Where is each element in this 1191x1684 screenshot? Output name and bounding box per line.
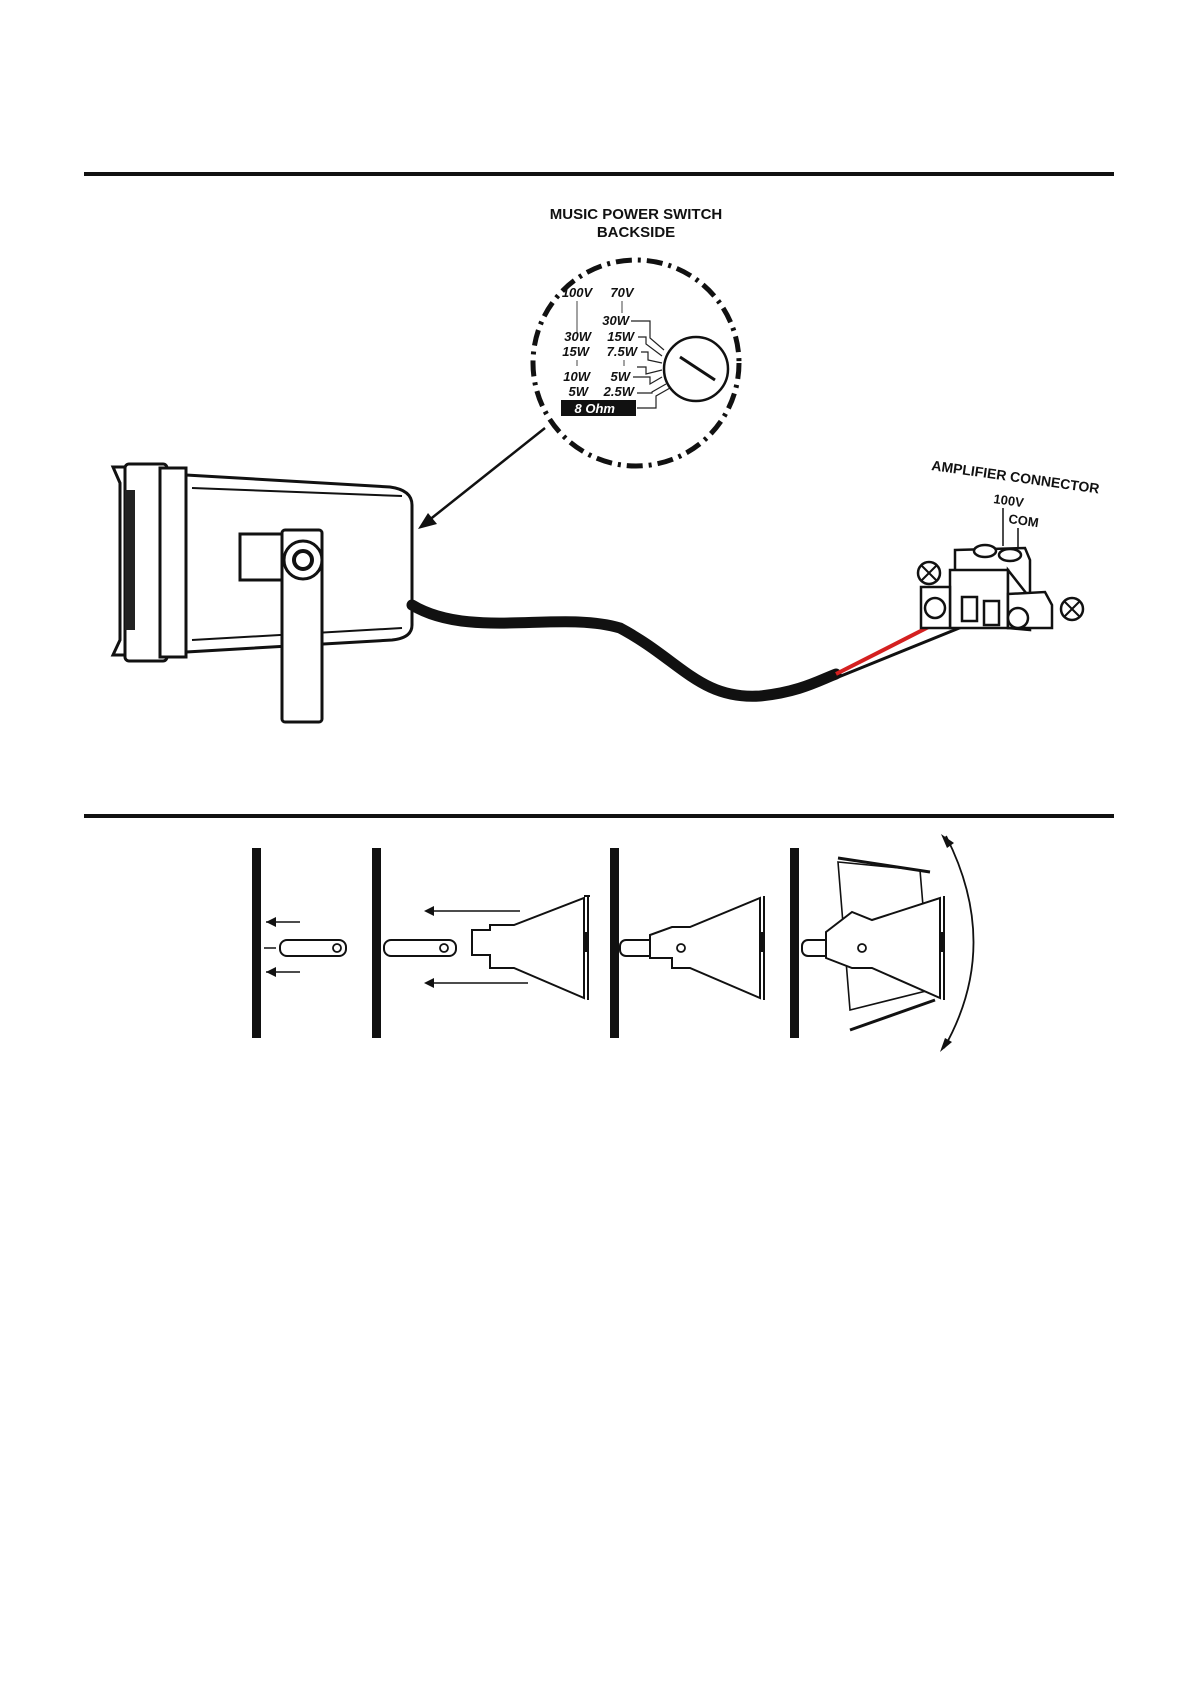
switch-col-100v: 100V [562, 285, 594, 300]
switch-row-4-right: 5W [611, 369, 632, 384]
switch-col-70v: 70V [610, 285, 634, 300]
switch-row-1-right: 30W [602, 313, 630, 328]
mounting-step-1 [252, 848, 346, 1038]
amplifier-connector-block [918, 545, 1083, 630]
callout-arrow [418, 428, 545, 529]
connector-terminal-com: COM [1008, 511, 1040, 530]
switch-row-2-left: 30W [564, 329, 592, 344]
speaker-cable [412, 605, 836, 696]
mid-separator-line [84, 814, 1114, 818]
switch-row-2-right: 15W [607, 329, 635, 344]
top-separator-line [84, 172, 1114, 176]
switch-title-line1: MUSIC POWER SWITCH [550, 206, 723, 223]
switch-row-4-left: 10W [563, 369, 591, 384]
switch-row-3-left: 15W [562, 344, 590, 359]
speaker-side-view [113, 464, 412, 722]
switch-row-3-right: 7.5W [607, 344, 639, 359]
amplifier-connector-title: AMPLIFIER CONNECTOR [931, 457, 1101, 496]
switch-title-line2: BACKSIDE [597, 224, 675, 241]
mounting-step-4 [790, 834, 974, 1052]
switch-row-5-right: 2.5W [603, 384, 636, 399]
switch-8ohm-label: 8 Ohm [575, 401, 616, 416]
mounting-step-3 [610, 848, 764, 1038]
connector-terminal-100v: 100V [993, 491, 1025, 510]
switch-detail-callout: 100V 70V 30W 30W 15W 15W 7.5W 10W 5W 5W … [533, 260, 739, 466]
mounting-step-2 [372, 848, 590, 1038]
switch-row-5-left: 5W [569, 384, 590, 399]
tilt-arc-arrow [944, 836, 974, 1048]
amplifier-connector-labels: AMPLIFIER CONNECTOR 100V COM [931, 457, 1101, 550]
